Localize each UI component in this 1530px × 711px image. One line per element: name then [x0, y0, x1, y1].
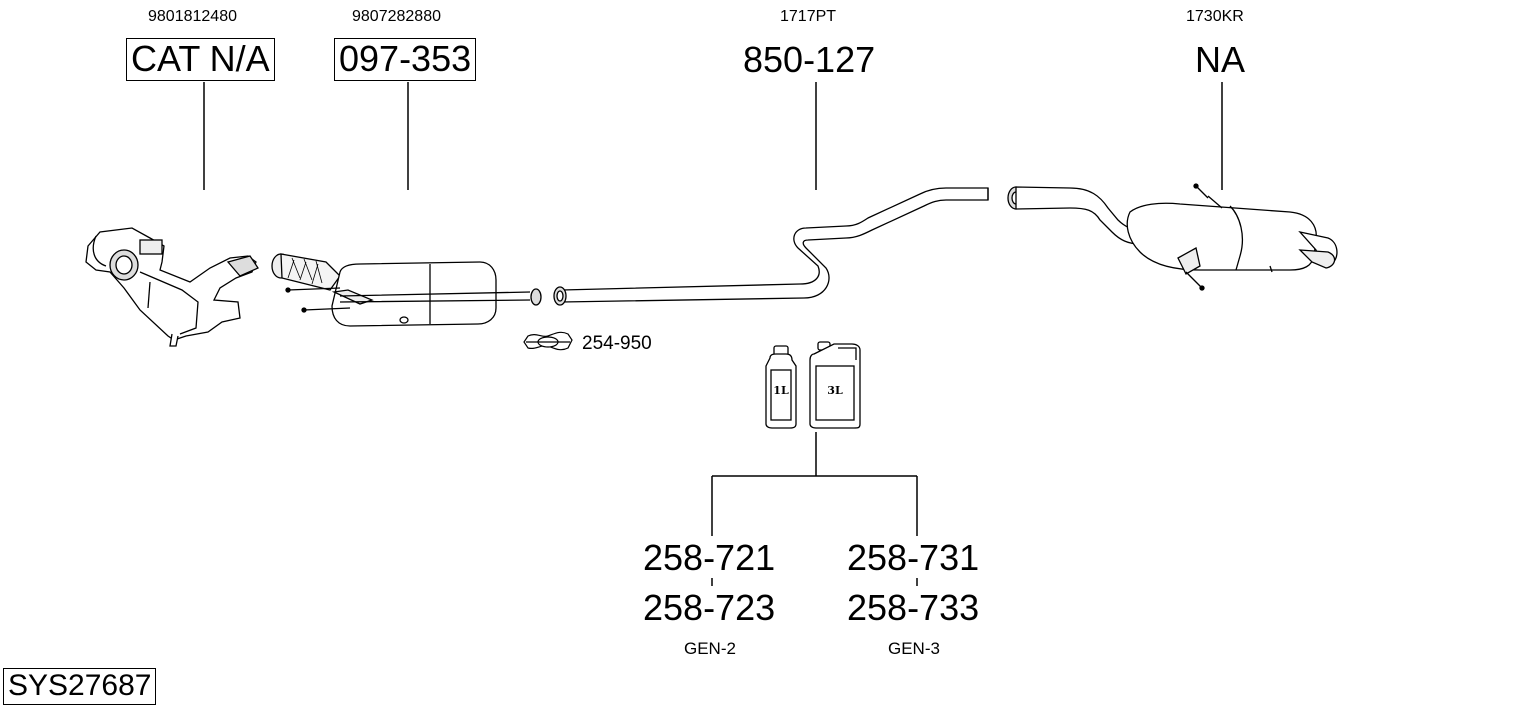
- part-number-clamp[interactable]: 254-950: [582, 333, 652, 354]
- oe-ref-dpf: 9807282880: [352, 8, 441, 25]
- part-number-fluid-gen2-top[interactable]: 258-721: [643, 537, 776, 578]
- fluid-bottle-large[interactable]: [809, 341, 861, 429]
- rear-silencer-part[interactable]: [1007, 183, 1338, 291]
- leader-lines: [203, 82, 1223, 586]
- fluid-bottle-small-label: 1L: [773, 384, 789, 397]
- oe-ref-catalyst: 9801812480: [148, 8, 237, 25]
- part-number-fluid-gen3-bottom[interactable]: 258-733: [847, 587, 980, 628]
- fluid-bottle-large-label: 3L: [827, 384, 843, 397]
- fluid-generation-right: GEN-3: [888, 639, 940, 658]
- catalyst-part[interactable]: [85, 227, 259, 347]
- fluid-generation-left: GEN-2: [684, 639, 736, 658]
- fluid-bottle-small[interactable]: [765, 345, 797, 429]
- part-number-fluid-gen3-top[interactable]: 258-731: [847, 537, 980, 578]
- clamp-part[interactable]: [523, 331, 573, 351]
- oe-ref-middle-pipe: 1717PT: [780, 8, 837, 25]
- oe-ref-rear-silencer: 1730KR: [1186, 8, 1244, 25]
- part-number-middle-pipe[interactable]: 850-127: [743, 39, 876, 80]
- part-number-dpf[interactable]: 097-353: [334, 38, 477, 81]
- middle-pipe-part[interactable]: [553, 187, 989, 306]
- system-id: SYS27687: [3, 668, 157, 705]
- part-number-rear-silencer[interactable]: NA: [1195, 39, 1246, 80]
- part-number-fluid-gen2-bottom[interactable]: 258-723: [643, 587, 776, 628]
- part-number-catalyst[interactable]: CAT N/A: [126, 38, 275, 81]
- dpf-part[interactable]: [271, 253, 542, 327]
